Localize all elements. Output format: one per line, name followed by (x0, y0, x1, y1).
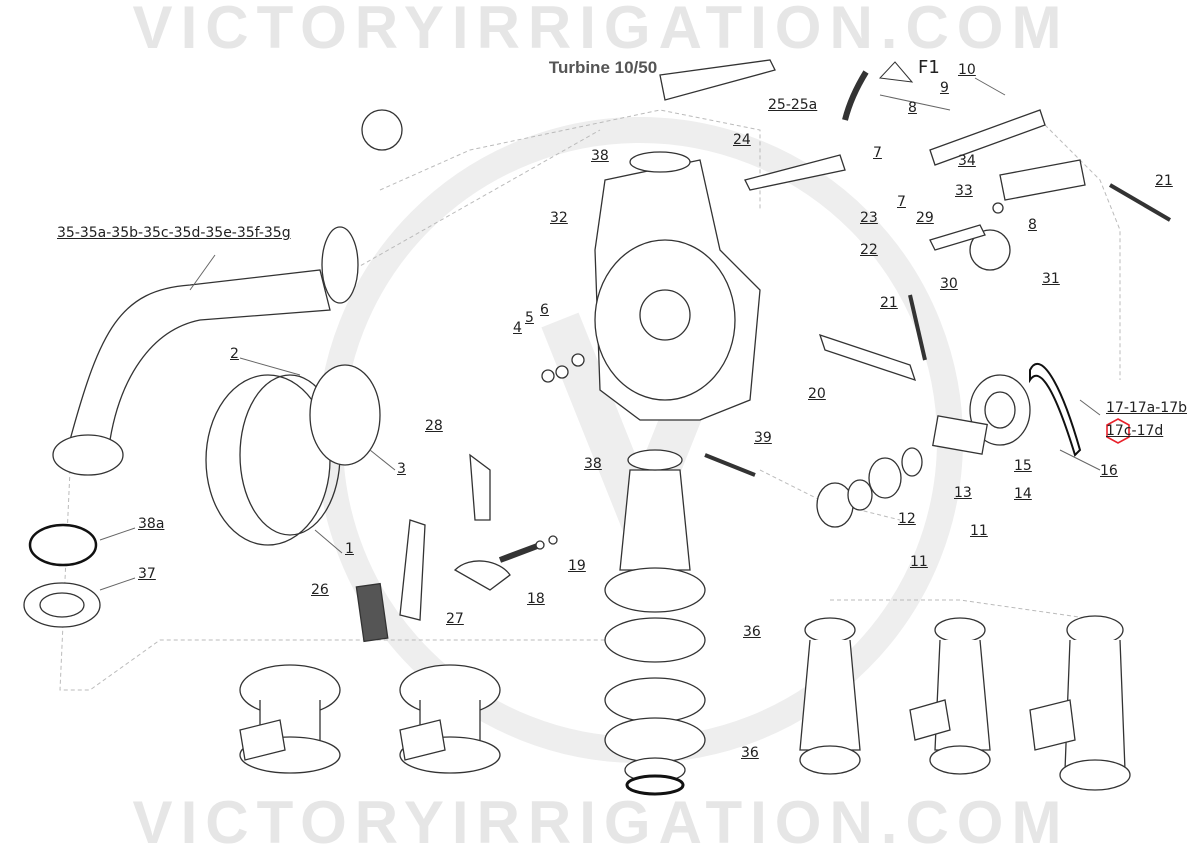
part-label[interactable]: 4 (513, 320, 522, 336)
part-label[interactable]: 38a (138, 516, 165, 532)
part-label[interactable]: 15 (1014, 458, 1032, 474)
part-label[interactable]: 39 (754, 430, 772, 446)
part-label[interactable]: 11 (910, 554, 928, 570)
part-label[interactable]: 22 (860, 242, 878, 258)
highlight-hexagon-marker (1106, 418, 1130, 444)
part-label[interactable]: 7 (873, 145, 882, 161)
part-label[interactable]: 31 (1042, 271, 1060, 287)
part-label[interactable]: 38 (591, 148, 609, 164)
part-label[interactable]: 17c-17d (1106, 423, 1164, 439)
part-label[interactable]: 17-17a-17b (1106, 400, 1188, 416)
part-label[interactable]: 11 (970, 523, 988, 539)
part-label[interactable]: 38 (584, 456, 602, 472)
leader-lines (99, 77, 1101, 591)
part-label[interactable]: 1 (345, 541, 354, 557)
part-label[interactable]: 20 (808, 386, 826, 402)
part-label[interactable]: 35-35a-35b-35c-35d-35e-35f-35g (57, 225, 291, 241)
part-label[interactable]: 27 (446, 611, 464, 627)
part-label[interactable]: 3 (397, 461, 406, 477)
part-label[interactable]: 26 (311, 582, 329, 598)
part-label[interactable]: 14 (1014, 486, 1032, 502)
part-label[interactable]: 37 (138, 566, 156, 582)
part-label[interactable]: 9 (940, 80, 949, 96)
part-label[interactable]: 25-25a (768, 97, 818, 113)
part-label[interactable]: 29 (916, 210, 934, 226)
part-label[interactable]: 16 (1100, 463, 1118, 479)
diagram-title: Turbine 10/50 (548, 58, 658, 77)
part-label[interactable]: 30 (940, 276, 958, 292)
watermark-top: VICTORYIRRIGATION.COM (132, 0, 1070, 61)
part-label[interactable]: 7 (897, 194, 906, 210)
parts (23, 59, 1172, 796)
part-label[interactable]: 10 (958, 62, 976, 78)
part-label[interactable]: 23 (860, 210, 878, 226)
part-label[interactable]: 8 (908, 100, 917, 116)
part-label[interactable]: 21 (880, 295, 898, 311)
part-label[interactable]: 21 (1155, 173, 1173, 189)
part-label[interactable]: 36 (741, 745, 759, 761)
part-label[interactable]: 24 (733, 132, 751, 148)
flow-label: F1 (918, 57, 940, 78)
watermark-bottom: VICTORYIRRIGATION.COM (132, 789, 1070, 851)
part-label[interactable]: 19 (568, 558, 586, 574)
part-label[interactable]: 33 (955, 183, 973, 199)
flow-arrow-icon (878, 61, 914, 83)
part-label[interactable]: 34 (958, 153, 976, 169)
part-label[interactable]: 6 (540, 302, 549, 318)
part-label[interactable]: 2 (230, 346, 239, 362)
part-label[interactable]: 32 (550, 210, 568, 226)
part-label[interactable]: 5 (525, 310, 534, 326)
part-label[interactable]: 28 (425, 418, 443, 434)
part-label[interactable]: 13 (954, 485, 972, 501)
part-label[interactable]: 12 (898, 511, 916, 527)
part-label[interactable]: 18 (527, 591, 545, 607)
part-label[interactable]: 8 (1028, 217, 1037, 233)
part-label[interactable]: 36 (743, 624, 761, 640)
